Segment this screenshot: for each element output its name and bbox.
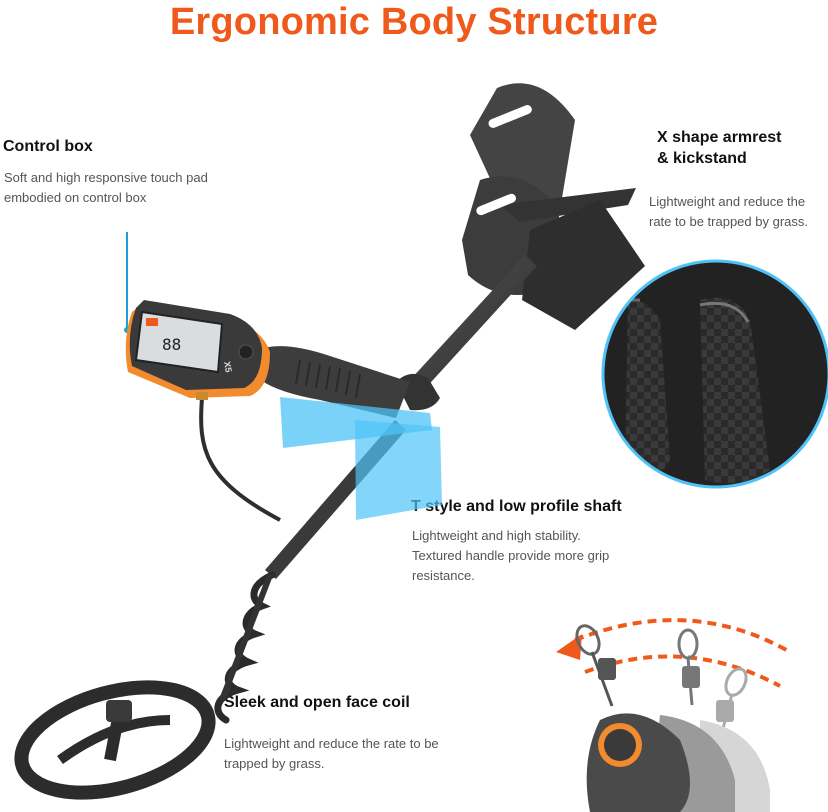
armrest-line-2: rate to be trapped by grass. [649, 214, 808, 229]
control-box: 88 X5 [125, 300, 270, 400]
armrest [462, 83, 645, 330]
screen-digits: 88 [162, 335, 181, 354]
armrest-heading-line-2: & kickstand [657, 150, 747, 167]
coil-heading: Sleek and open face coil [224, 694, 410, 711]
swing-arrow-arc-outer [574, 618, 791, 654]
upper-shaft [410, 255, 537, 392]
control-box-heading: Control box [3, 138, 93, 155]
control-box-line-1: Soft and high responsive touch pad [4, 170, 208, 185]
control-cable [199, 397, 281, 522]
shaft-description: Lightweight and high stability. Textured… [412, 526, 609, 586]
handle [258, 346, 410, 418]
control-box-line-2: embodied on control box [4, 190, 147, 205]
shaft-highlight [280, 397, 442, 520]
handle-grip-texture [295, 359, 361, 399]
page-title: Ergonomic Body Structure [169, 1, 659, 43]
coil-line-2: trapped by grass. [224, 756, 325, 771]
armrest-line-1: Lightweight and reduce the [649, 194, 806, 209]
armrest-description: Lightweight and reduce the rate to be tr… [649, 192, 808, 232]
shaft-line-2: Textured handle provide more grip [412, 548, 610, 563]
swing-arrow-head [556, 634, 582, 660]
coil-description: Lightweight and reduce the rate to be tr… [224, 734, 439, 774]
control-box-description: Soft and high responsive touch pad embod… [4, 168, 208, 208]
swing-illustration [556, 618, 791, 812]
shaft-heading: T style and low profile shaft [411, 498, 622, 515]
armrest-heading: X shape armrest & kickstand [657, 127, 782, 169]
shaft-line-3: resistance. [412, 568, 475, 583]
search-coil [14, 680, 216, 800]
model-label: X5 [222, 361, 234, 374]
armrest-heading-line-1: X shape armrest [657, 129, 782, 146]
shaft-line-1: Lightweight and high stability. [412, 528, 581, 543]
grip-texture-zoom [601, 259, 828, 489]
coil-line-1: Lightweight and reduce the rate to be [224, 736, 439, 751]
